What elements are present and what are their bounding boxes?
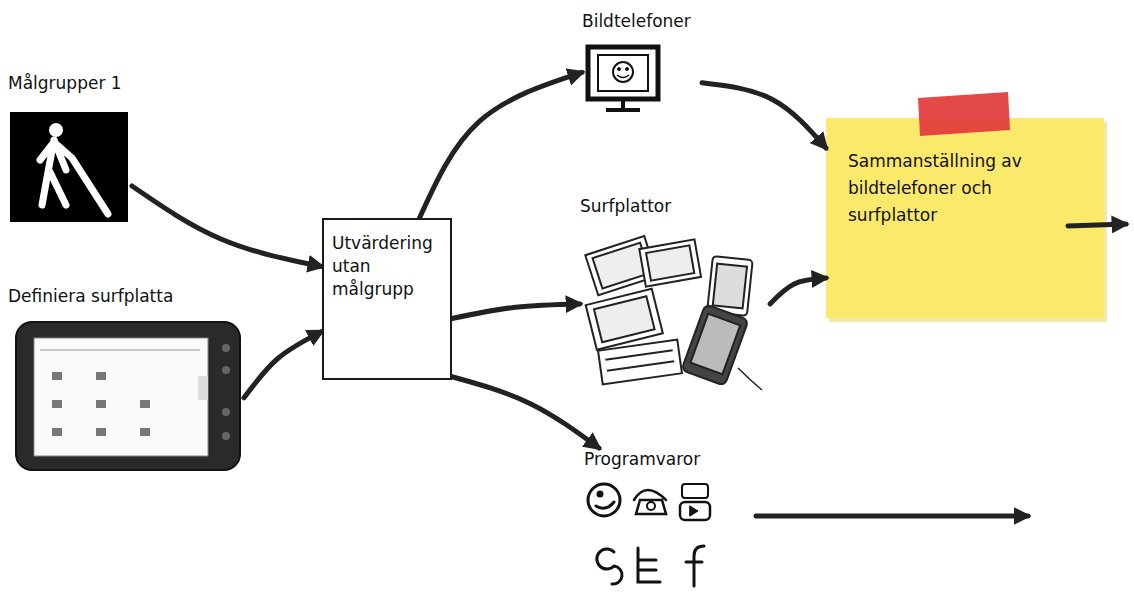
outgoing-arrow [756, 514, 1028, 519]
node-label: Programvaror [584, 448, 734, 471]
sticky-note [826, 92, 1107, 322]
outgoing-arrow [1068, 224, 1126, 226]
blind-person-icon [10, 112, 128, 222]
icon-node: Målgrupper 1 [8, 72, 132, 224]
arrow-connector [244, 331, 322, 397]
arrow-connector [132, 186, 322, 267]
tablets-picture [585, 236, 762, 390]
image-node: Definiera surfplatta [8, 285, 244, 473]
node-label: Utvärdering utan målgrupp [332, 232, 442, 301]
node-label: Målgrupper 1 [8, 72, 132, 95]
software-icons [588, 484, 710, 586]
icon-node: Bildtelefoner [582, 10, 702, 114]
icon-node: Programvaror [584, 448, 734, 592]
arrow-connector [770, 278, 826, 304]
arrow-connector [420, 72, 583, 218]
process-box: Utvärdering utan målgrupp [322, 218, 452, 380]
node-label: Bildtelefoner [582, 10, 702, 33]
arrow-connector [702, 83, 826, 148]
tablet-picture [16, 322, 240, 470]
node-label: Surfplattor [580, 195, 770, 218]
node-label: Sammanställning av bildtelefoner och sur… [848, 148, 1082, 230]
video-phone-icon [588, 47, 658, 110]
arrow-connector [452, 377, 599, 448]
image-node: Surfplattor [580, 195, 770, 393]
sticky-note-box: Sammanställning av bildtelefoner och sur… [826, 118, 1104, 318]
node-label: Definiera surfplatta [8, 285, 244, 308]
arrow-connector [452, 304, 580, 319]
